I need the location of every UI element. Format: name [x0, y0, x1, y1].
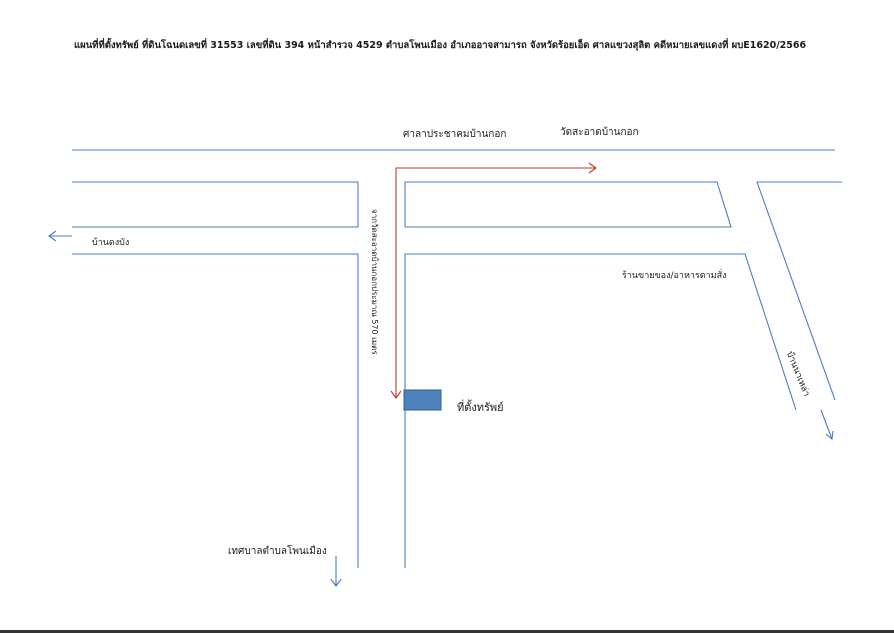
label-shop: ร้านขายของ/อาหารตามสั่ง	[622, 271, 727, 281]
label-wat: วัดสะอาดบ้านกอก	[560, 127, 639, 138]
road-middle-lower-edge	[404, 253, 797, 568]
label-sala: ศาลาประชาคมบ้านกอก	[403, 129, 507, 140]
arrow-down-icon	[330, 556, 342, 587]
page-bottom-rule	[0, 630, 894, 633]
label-property: ที่ตั้งทรัพย์	[457, 401, 504, 414]
road-left-upper-edge	[72, 181, 359, 228]
arrow-left-icon	[48, 230, 72, 242]
label-ban-dongbang: บ้านดงบัง	[92, 238, 130, 248]
label-municipality: เทศบาลตำบลโพนเมือง	[228, 546, 327, 557]
arrow-down-right-icon	[820, 409, 834, 441]
road-middle-upper-block	[404, 181, 732, 228]
road-left-lower-edge	[72, 253, 359, 568]
map-title: แผนที่ที่ตั้งทรัพย์ ที่ดินโฉนดเลขที่ 315…	[74, 40, 807, 51]
route-line	[390, 162, 597, 399]
property-marker	[403, 389, 442, 411]
label-route-note: จากวัดสะอาดบ้านกอกประมาณ 570 เมตร	[370, 209, 379, 355]
road-right-diagonal	[756, 181, 842, 401]
